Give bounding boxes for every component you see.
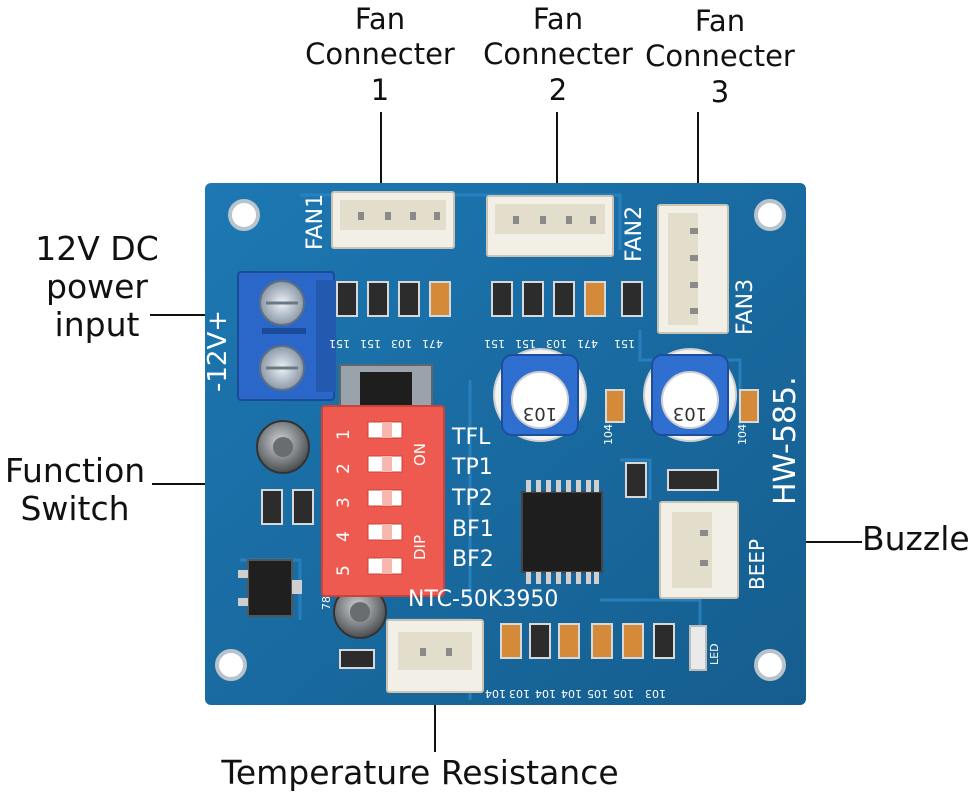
- fan1-label-line3: 1: [370, 72, 390, 107]
- model-silk: HW-585.: [768, 376, 803, 505]
- dip-function: BF1: [452, 517, 494, 542]
- dip-function: TP2: [451, 486, 493, 511]
- ic-chip: [521, 480, 603, 584]
- power-terminal-block: [237, 271, 336, 401]
- fan3-label-line1: Fan: [694, 4, 746, 38]
- dip-number: 2: [334, 463, 354, 474]
- power-label-line2: power: [46, 266, 148, 306]
- power-label-line1: 12V DC: [35, 229, 159, 268]
- function-switch-label: Function Switch: [0, 452, 150, 528]
- resistor-codes-top-2: 151 151 103 471 151: [484, 337, 635, 350]
- function-label-line2: Switch: [20, 488, 130, 528]
- fan2-silk: FAN2: [622, 206, 647, 262]
- fan1-silk: FAN1: [303, 194, 328, 250]
- ntc-silk: NTC-50K3950: [408, 587, 558, 612]
- fan-connector-3-label: Fan Connecter 3: [640, 4, 800, 110]
- res-code: 104: [535, 687, 556, 700]
- cap-code-left: 104: [602, 424, 615, 445]
- fan2-label-line3: 2: [548, 72, 568, 107]
- trimpot-left: 103: [493, 348, 587, 442]
- resistor-row-top-2: [491, 281, 643, 317]
- power-input-label: 12V DC power input: [14, 230, 180, 344]
- dip-function-labels: TFL TP1 TP2 BF1 BF2: [451, 425, 494, 572]
- res-code: 151: [484, 337, 505, 350]
- res-code: 151: [515, 337, 536, 350]
- fan1-label-line1: Fan: [354, 2, 406, 36]
- power-silk: -12V+: [203, 310, 233, 392]
- res-code: 103: [391, 337, 412, 350]
- dip-switch: [321, 405, 445, 597]
- beep-silk: BEEP: [745, 539, 769, 590]
- res-code: 471: [577, 337, 598, 350]
- fan3-label-line3: 3: [710, 74, 730, 109]
- fan2-connector: [486, 195, 614, 257]
- electrolytic-cap-left: [256, 420, 310, 474]
- mount-hole-bottom-right: [754, 649, 786, 681]
- led-silk: LED: [708, 643, 721, 665]
- voltage-regulator: [238, 559, 302, 617]
- resistor-row-top-1: [336, 281, 451, 317]
- fan1-label-line2: Connecter: [305, 37, 455, 72]
- res-code: 151: [329, 337, 350, 350]
- trimpot-right-code: 103: [673, 403, 707, 424]
- fan1-connector: [331, 191, 455, 249]
- res-code: 104: [561, 687, 582, 700]
- mount-hole-bottom-left: [215, 649, 247, 681]
- mount-hole-top-right: [754, 199, 786, 231]
- temperature-label-text: Temperature Resistance: [221, 753, 619, 792]
- dip-dip-label: DIP: [411, 535, 429, 560]
- fan3-label-line2: Connecter: [645, 39, 795, 74]
- fan2-label-line2: Connecter: [483, 37, 633, 72]
- resistors-left: [261, 489, 314, 525]
- resistor-row-bottom: [339, 623, 707, 671]
- power-label-line3: input: [54, 304, 140, 344]
- dip-number: 3: [334, 497, 354, 508]
- dip-function: TP1: [451, 455, 493, 480]
- res-code: 103: [509, 687, 530, 700]
- trimpot-right: 103: [643, 348, 737, 442]
- dip-function: TFL: [451, 425, 491, 450]
- resistor-codes-top-1: 151 151 103 471: [329, 337, 443, 350]
- temperature-sensor-connector: [386, 619, 484, 693]
- fan2-label-line1: Fan: [532, 2, 584, 36]
- buzzle-label: Buzzle: [862, 520, 977, 558]
- electrolytic-cap-bottom: [333, 585, 387, 639]
- fan3-silk: FAN3: [733, 279, 758, 335]
- res-code: 151: [360, 337, 381, 350]
- dip-function: BF2: [452, 547, 494, 572]
- smd-right: [625, 462, 719, 498]
- cap-code-right: 104: [736, 424, 749, 445]
- dip-switch-numbers: 1 2 3 4 5: [334, 429, 354, 576]
- resistor-codes-bottom: 104 103 104 104 105 105 103: [485, 687, 666, 700]
- fan3-connector: [657, 204, 729, 334]
- fan-connector-2-label: Fan Connecter 2: [478, 2, 638, 108]
- dip-number: 5: [334, 565, 354, 576]
- buzzer-connector: [659, 501, 739, 599]
- dip-number: 4: [334, 531, 354, 542]
- res-code: 105: [613, 687, 634, 700]
- mount-hole-top-left: [228, 199, 260, 231]
- res-code: 103: [546, 337, 567, 350]
- dip-on-label: ON: [411, 443, 429, 466]
- res-code: 151: [614, 337, 635, 350]
- dip-number: 1: [334, 429, 354, 440]
- trimpot-left-code: 103: [523, 403, 557, 424]
- smd-caps-mid: [605, 389, 759, 423]
- res-code: 104: [485, 687, 506, 700]
- fan-connector-1-label: Fan Connecter 1: [300, 2, 460, 108]
- function-label-line1: Function: [4, 451, 146, 490]
- res-code: 471: [422, 337, 443, 350]
- res-code: 105: [587, 687, 608, 700]
- temperature-resistance-label: Temperature Resistance: [200, 754, 640, 792]
- buzzle-label-text: Buzzle: [862, 519, 970, 558]
- res-code: 103: [645, 687, 666, 700]
